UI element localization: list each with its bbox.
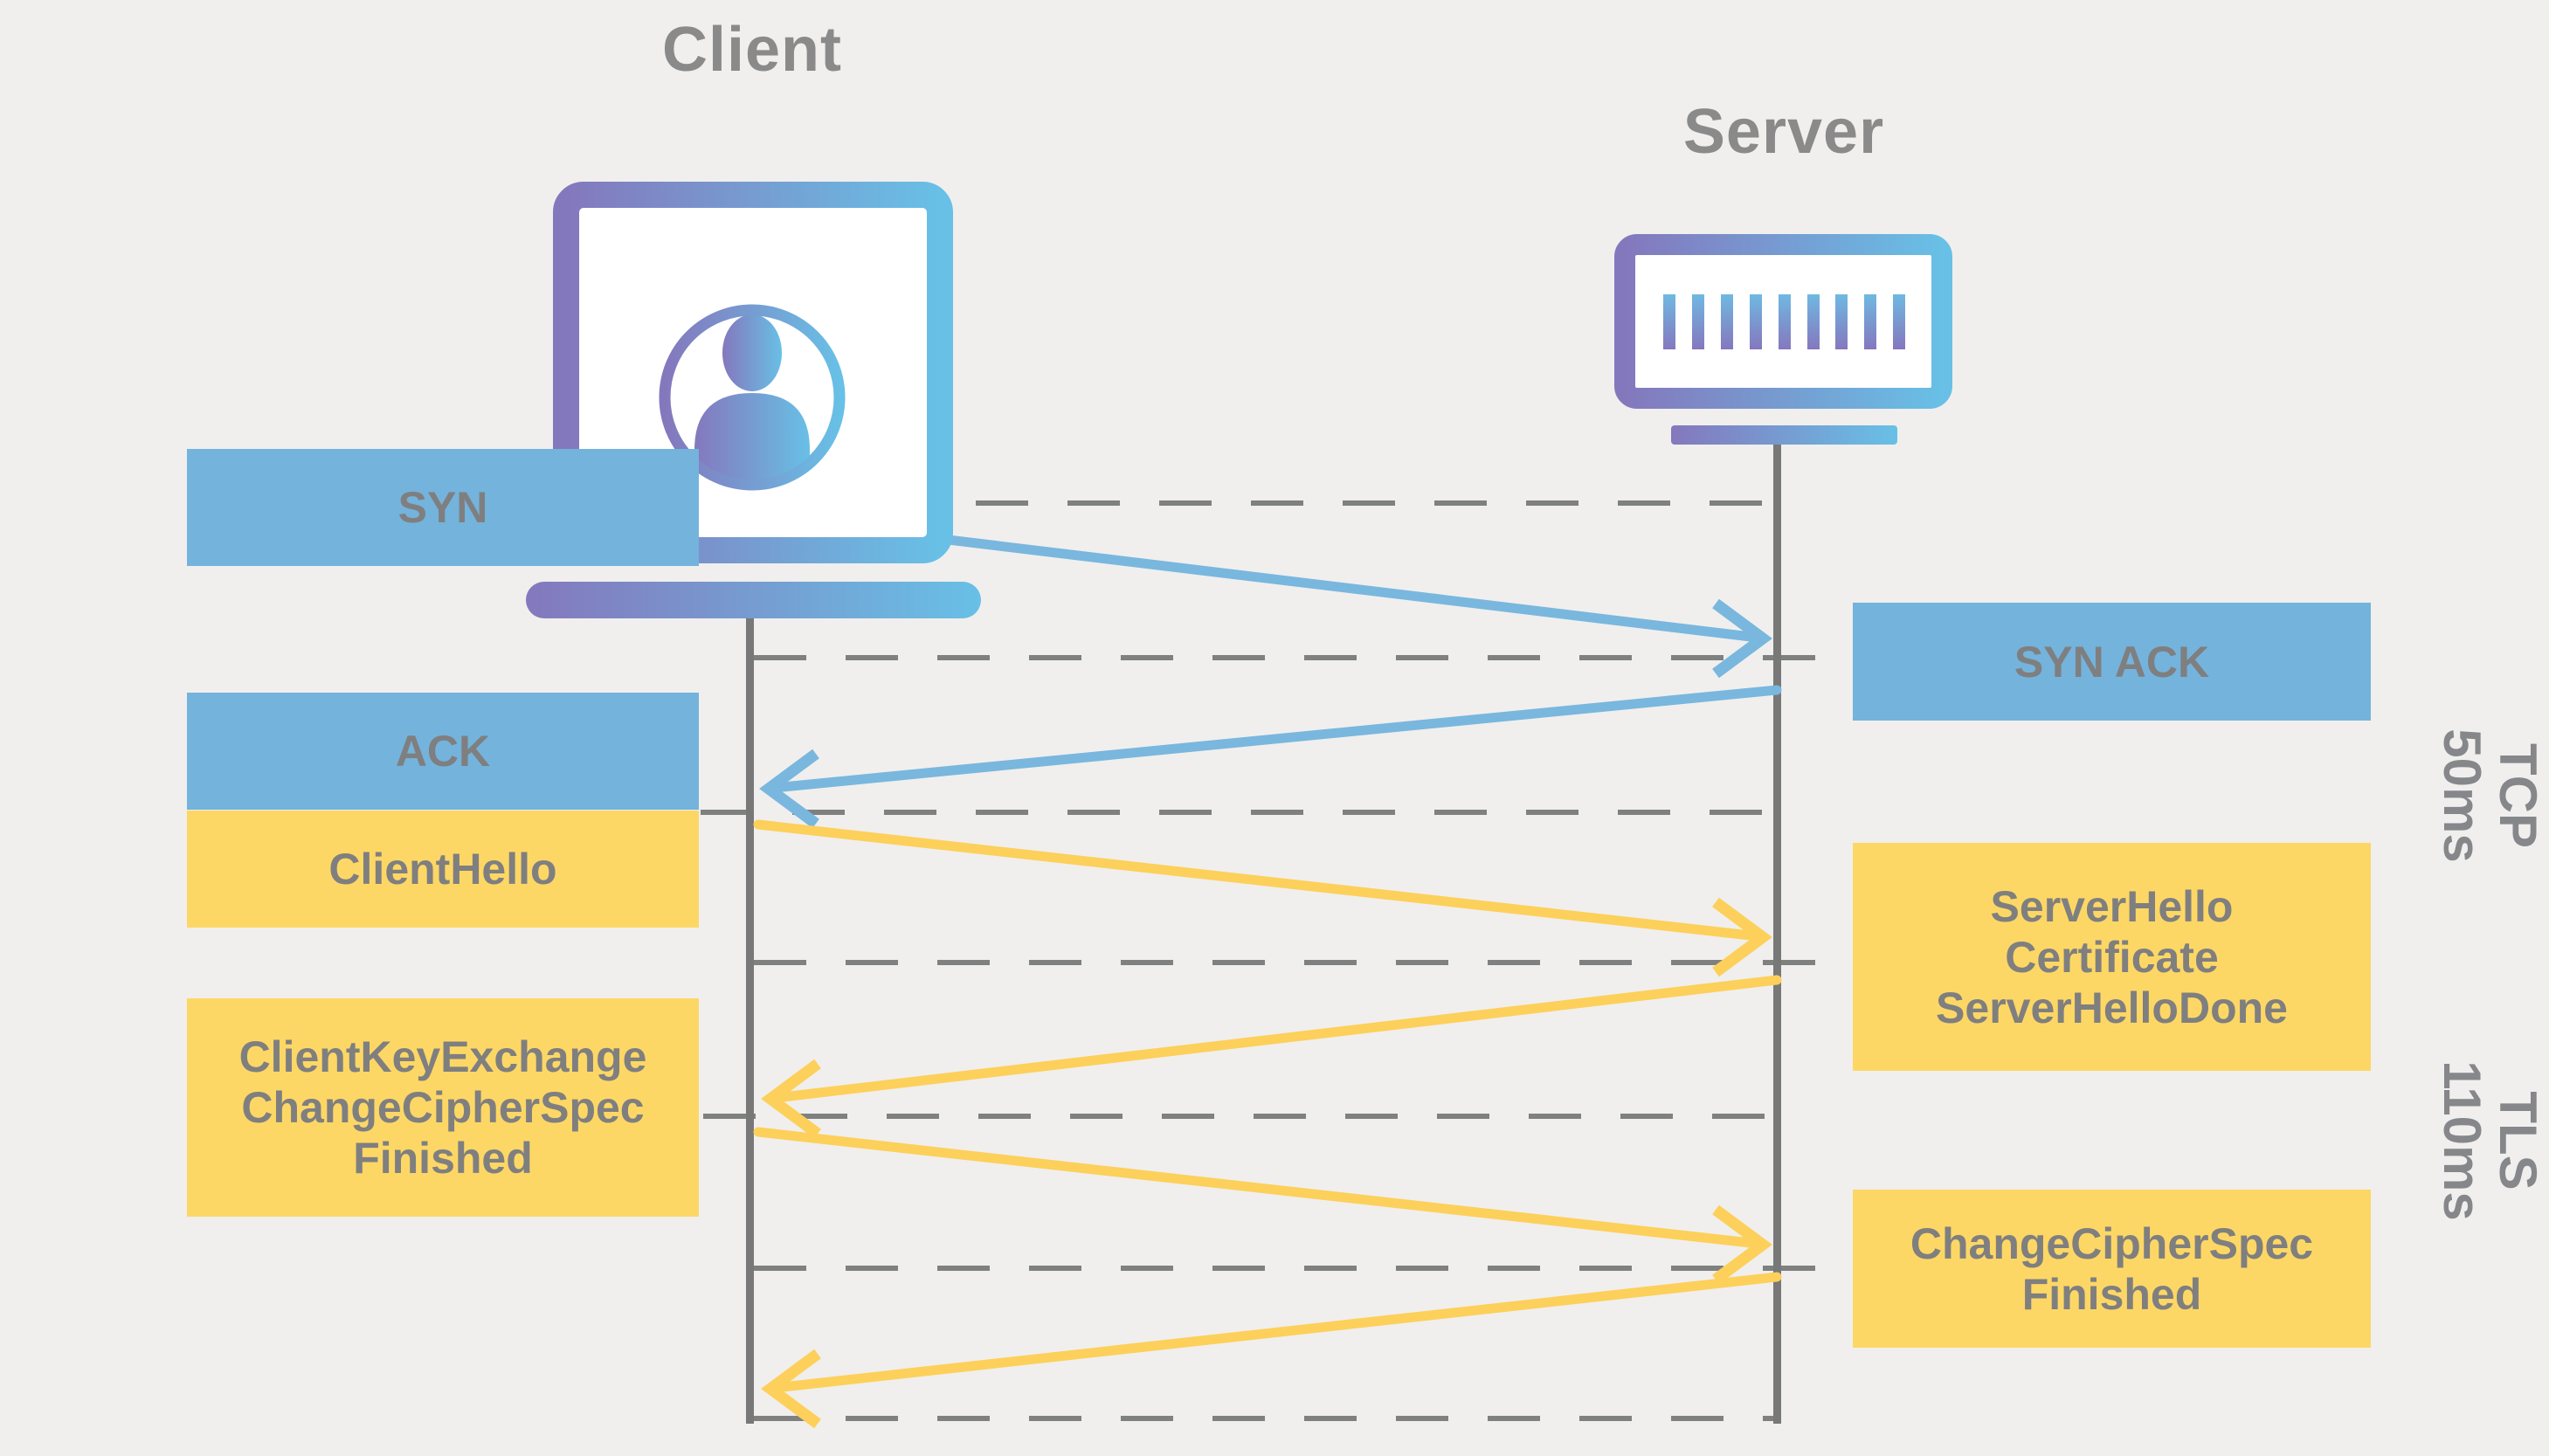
phase-duration: 110ms <box>2433 1060 2491 1221</box>
server-slots-icon <box>1663 294 1905 349</box>
message-line: Finished <box>2021 1269 2202 1319</box>
phase-protocol: TLS <box>2489 1091 2547 1190</box>
syn-ack-arrow <box>759 685 1782 829</box>
tls-phase-label: TLS 110ms <box>2433 1060 2547 1221</box>
message-box-server-hello: ServerHello Certificate ServerHelloDone <box>1853 843 2371 1071</box>
server-title: Server <box>1682 97 1885 167</box>
client-hello-arrow <box>753 819 1772 977</box>
message-box-change-cipher-spec: ChangeCipherSpec Finished <box>1853 1190 2371 1348</box>
message-line: ChangeCipherSpec <box>1910 1218 2314 1268</box>
finished-arrow <box>761 1272 1782 1429</box>
message-line: ServerHello <box>1990 881 2234 931</box>
message-line: ACK <box>395 727 491 776</box>
message-box-client-hello: ClientHello <box>187 811 699 928</box>
message-line: Finished <box>353 1134 533 1183</box>
phase-protocol: TCP <box>2489 743 2547 848</box>
server-hello-arrow <box>761 975 1782 1139</box>
message-line: ClientHello <box>328 845 557 894</box>
client-lifeline <box>746 617 754 1424</box>
message-line: ServerHelloDone <box>1936 983 2288 1032</box>
message-line: SYN <box>397 483 488 532</box>
message-line: ClientKeyExchange <box>238 1032 647 1081</box>
message-line: ChangeCipherSpec <box>241 1083 645 1132</box>
client-key-exchange-arrow <box>753 1127 1772 1285</box>
message-box-ack: ACK <box>187 693 699 810</box>
server-icon <box>1614 234 1952 445</box>
timeline-dashes <box>701 500 1853 1421</box>
message-box-syn: SYN <box>187 449 699 566</box>
message-box-client-key-exchange: ClientKeyExchange ChangeCipherSpec Finis… <box>187 998 699 1217</box>
client-title: Client <box>661 15 843 85</box>
tls-arrows <box>753 819 1782 1429</box>
message-line: SYN ACK <box>2014 637 2210 687</box>
tcp-phase-label: TCP 50ms <box>2433 728 2547 863</box>
server-lifeline <box>1773 445 1781 1424</box>
user-avatar-icon <box>659 304 846 491</box>
message-box-syn-ack: SYN ACK <box>1853 603 2371 721</box>
message-line: Certificate <box>2005 932 2219 982</box>
phase-duration: 50ms <box>2433 728 2491 863</box>
